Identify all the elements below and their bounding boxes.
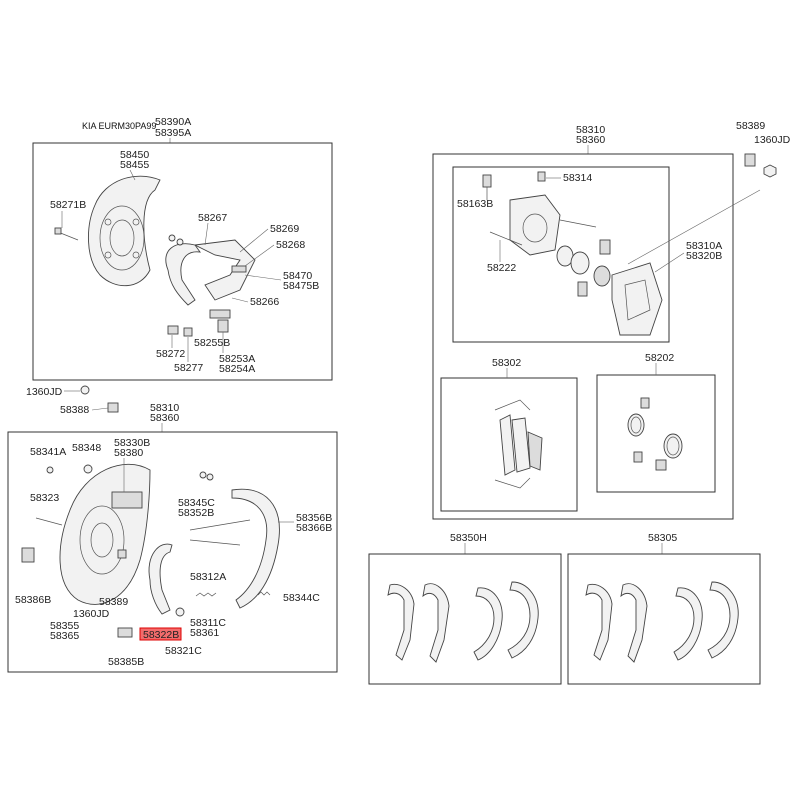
label-58352B: 58352B [178, 507, 214, 519]
label-58255B: 58255B [194, 337, 230, 349]
top-left-labels: 58450 58455 58271B 58267 58269 58268 584… [50, 149, 319, 375]
label-58360-a: 58360 [150, 412, 179, 424]
label-58388: 58388 [60, 404, 89, 416]
label-58302: 58302 [492, 357, 521, 369]
catalog-ref: KIA EURM30PA99 [82, 121, 156, 131]
label-58389-a: 58389 [99, 596, 128, 608]
seal-kit: 58202 [627, 352, 683, 471]
label-58163B: 58163B [457, 198, 493, 210]
pad-kit-box [440, 377, 578, 512]
label-58475B: 58475B [283, 280, 319, 292]
label-58356B: 58356B [296, 512, 332, 524]
label-58267: 58267 [198, 212, 227, 224]
label-1360JD-c: 1360JD [754, 134, 791, 146]
label-58314: 58314 [563, 172, 592, 184]
label-58312A: 58312A [190, 571, 226, 583]
backing-plate-drawing [54, 175, 161, 287]
drum-backing-drawing [21, 463, 151, 638]
label-58450: 58450 [120, 149, 149, 161]
label-58350H: 58350H [450, 532, 487, 544]
loose-bolts: 1360JD 58388 58310 58360 [26, 385, 179, 432]
shoe-set-58305: 58305 [567, 532, 761, 685]
label-58470: 58470 [283, 270, 312, 282]
label-58344C: 58344C [283, 592, 320, 604]
shoe-set-box-b [567, 553, 761, 685]
label-58202: 58202 [645, 352, 674, 364]
label-58386B: 58386B [15, 594, 51, 606]
label-58320B: 58320B [686, 250, 722, 262]
caliper-header: 58310 58360 [576, 124, 605, 154]
label-58322B[interactable]: 58322B [143, 629, 179, 641]
label-58254A: 58254A [219, 363, 255, 375]
caliper-labels: 58314 58163B 58222 58310A 58320B [457, 172, 722, 274]
label-58365: 58365 [50, 630, 79, 642]
top-code-2: 58395A [155, 127, 191, 139]
label-58345C: 58345C [178, 497, 215, 509]
label-58366B: 58366B [296, 522, 332, 534]
seal-kit-box [596, 374, 716, 493]
top-code-1: 58390A [155, 116, 191, 128]
pad-kit: 58302 [492, 357, 543, 489]
label-58271B: 58271B [50, 199, 86, 211]
drum-shoe-drawing [148, 471, 280, 617]
header-reference: KIA EURM30PA99 58390A 58395A [82, 116, 191, 143]
label-1360JD-a: 1360JD [26, 386, 63, 398]
label-58455: 58455 [120, 159, 149, 171]
label-58330B: 58330B [114, 437, 150, 449]
label-58389-b: 58389 [736, 120, 765, 132]
label-1360JD-b: 1360JD [73, 608, 110, 620]
label-58222: 58222 [487, 262, 516, 274]
caliper-subbox [452, 166, 670, 343]
shoe-set-drawing [165, 234, 256, 337]
label-58310-b: 58310 [576, 124, 605, 136]
rear-drum-assembly-box [32, 142, 333, 381]
label-58355: 58355 [50, 620, 79, 632]
label-58269: 58269 [270, 223, 299, 235]
label-58272: 58272 [156, 348, 185, 360]
caliper-drawing [482, 171, 663, 336]
label-58385B: 58385B [108, 656, 144, 668]
label-58341A: 58341A [30, 446, 66, 458]
label-58323: 58323 [30, 492, 59, 504]
backing-plate [87, 175, 161, 287]
shoe-set-58350H: 58350H [368, 532, 562, 685]
label-58277: 58277 [174, 362, 203, 374]
label-58360-b: 58360 [576, 134, 605, 146]
shoe-set-box-a [368, 553, 562, 685]
label-58268: 58268 [276, 239, 305, 251]
caliper-assembly-box [432, 153, 734, 520]
drum-brake-box [7, 431, 338, 673]
label-58310-a: 58310 [150, 402, 179, 414]
label-58380: 58380 [114, 447, 143, 459]
label-58311C: 58311C [190, 617, 226, 629]
label-58361: 58361 [190, 627, 219, 639]
label-58305: 58305 [648, 532, 677, 544]
label-58310A: 58310A [686, 240, 722, 252]
label-58253A: 58253A [219, 353, 255, 365]
label-58321C: 58321C [165, 645, 202, 657]
caliper-bolt: 58389 1360JD [627, 120, 791, 265]
bottom-left-labels: 58341A 58348 58330B 58380 58323 58345C 5… [15, 437, 332, 668]
label-58348: 58348 [72, 442, 101, 454]
highlighted-part-marker[interactable] [139, 627, 182, 641]
label-58266: 58266 [250, 296, 279, 308]
